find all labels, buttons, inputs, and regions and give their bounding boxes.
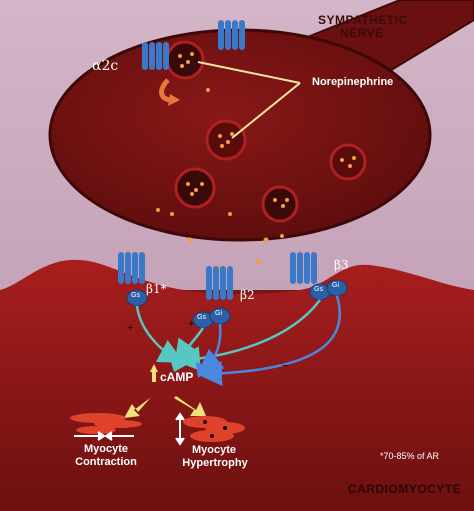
gs-label-beta1: Gs bbox=[131, 292, 140, 299]
minus-sign: − bbox=[282, 360, 289, 372]
receptor-icon bbox=[206, 266, 233, 300]
beta1-label: β1* bbox=[146, 282, 167, 296]
contraction-label-line2: Contraction bbox=[75, 456, 137, 468]
cardiomyocyte-label: CARDIOMYOCYTE bbox=[348, 482, 462, 496]
receptor-icon bbox=[142, 42, 169, 70]
effector-arrows bbox=[124, 364, 206, 418]
cardiomyocyte-body bbox=[0, 259, 474, 511]
adenylyl-cyclase-inhib bbox=[196, 362, 212, 378]
plus-sign-beta1: + bbox=[127, 322, 134, 334]
vesicle-icon bbox=[261, 185, 299, 223]
beta2-label: β2 bbox=[240, 288, 255, 302]
norepinephrine-pointers bbox=[197, 61, 301, 139]
gi-label-beta2: Gi bbox=[215, 310, 222, 317]
footnote: *70-85% of AR bbox=[380, 451, 440, 461]
vesicle-icon bbox=[165, 40, 205, 80]
camp-label: cAMP bbox=[160, 370, 194, 384]
plus-sign-beta2: + bbox=[188, 318, 195, 330]
myocyte-icon bbox=[70, 413, 142, 434]
hypertrophy-arrow bbox=[175, 412, 185, 446]
g-protein-icon bbox=[192, 307, 231, 329]
vesicle-icon bbox=[205, 119, 247, 161]
myocyte-icon bbox=[183, 416, 245, 442]
gs-label-beta2: Gs bbox=[197, 314, 206, 321]
hypertrophy-label-line2: Hypertrophy bbox=[182, 457, 248, 469]
vesicle-icon bbox=[174, 167, 216, 209]
contraction-label-line1: Myocyte bbox=[83, 443, 129, 455]
vesicles bbox=[165, 40, 367, 223]
vesicle-icon bbox=[329, 143, 367, 181]
nerve-label-line2: NERVE bbox=[340, 26, 384, 40]
hypertrophy-label-line1: Myocyte bbox=[191, 444, 237, 456]
receptor-icon bbox=[218, 20, 245, 50]
g-protein-icon bbox=[309, 279, 348, 301]
receptor-icon bbox=[118, 252, 145, 284]
gi-label-beta3: Gi bbox=[332, 282, 339, 289]
contraction-arrows bbox=[74, 431, 134, 441]
gs-label-beta3: Gs bbox=[314, 286, 323, 293]
beta3-label: β3 bbox=[334, 258, 349, 272]
nerve-label-line1: SYMPATHETIC bbox=[318, 13, 408, 27]
norepinephrine-label: Norepinephrine bbox=[312, 76, 394, 88]
released-norepinephrine bbox=[156, 88, 284, 271]
adenylyl-cyclase-stim bbox=[168, 352, 192, 372]
feedback-arrow-head bbox=[168, 94, 180, 106]
beta3-gi-path bbox=[197, 295, 342, 386]
alpha2c-label: α2c bbox=[92, 58, 119, 74]
receptor-icon bbox=[290, 252, 317, 284]
